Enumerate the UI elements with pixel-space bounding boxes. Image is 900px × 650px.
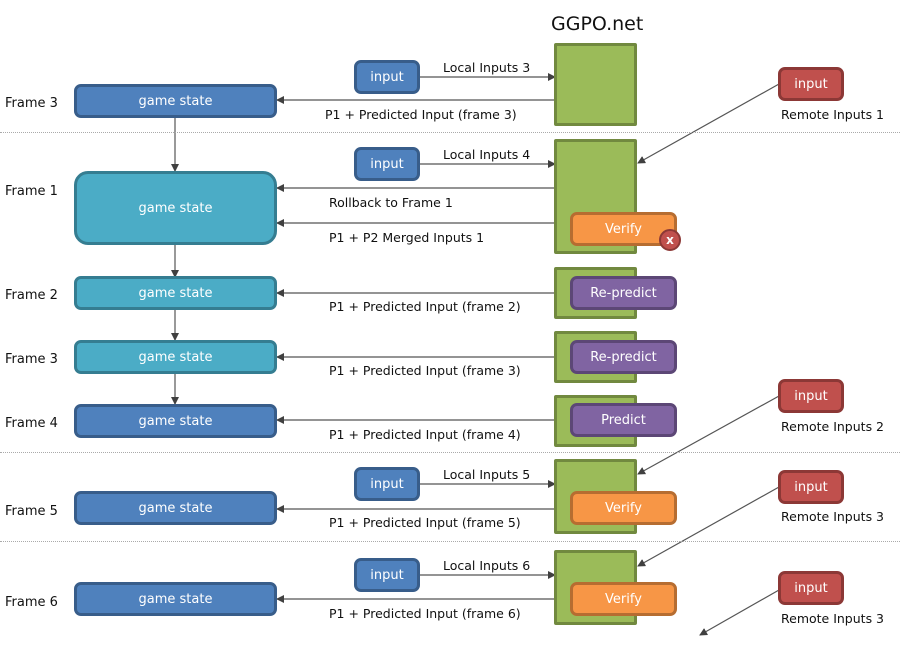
game-state-box: game state [74, 491, 277, 525]
remote-input-box: input [778, 67, 844, 101]
verify-failed-icon: x [659, 229, 681, 251]
feedback-label: P1 + Predicted Input (frame 3) [325, 107, 517, 122]
re-predict-box: Re-predict [570, 276, 677, 310]
local-input-box: input [354, 60, 420, 94]
feedback-label: P1 + Predicted Input (frame 5) [329, 515, 521, 530]
local-inputs-label: Local Inputs 3 [443, 60, 531, 75]
re-predict-box: Re-predict [570, 340, 677, 374]
frame-label: Frame 3 [5, 352, 58, 367]
frame-label: Frame 3 [5, 96, 58, 111]
feedback-label: P1 + Predicted Input (frame 2) [329, 299, 521, 314]
ggpo-net-box [554, 43, 637, 126]
frame-separator [0, 452, 900, 453]
remote-input-arrow [637, 486, 780, 567]
remote-inputs-label: Remote Inputs 3 [781, 509, 885, 524]
game-state-box: game state [74, 582, 277, 616]
local-inputs-label: Local Inputs 6 [443, 558, 531, 573]
local-input-box: input [354, 467, 420, 501]
local-input-box: input [354, 558, 420, 592]
remote-inputs-label: Remote Inputs 2 [781, 419, 885, 434]
game-state-box: game state [74, 340, 277, 374]
remote-inputs-label: Remote Inputs 3 [781, 611, 885, 626]
remote-input-box: input [778, 379, 844, 413]
local-inputs-label: Local Inputs 4 [443, 147, 531, 162]
remote-input-box: input [778, 571, 844, 605]
frame-label: Frame 2 [5, 288, 58, 303]
frame-label: Frame 6 [5, 595, 58, 610]
verify-box: Verify [570, 491, 677, 525]
remote-inputs-label: Remote Inputs 1 [781, 107, 885, 122]
frame-label: Frame 4 [5, 416, 58, 431]
frame-separator [0, 132, 900, 133]
feedback-label: P1 + Predicted Input (frame 3) [329, 363, 521, 378]
feedback-label: P1 + Predicted Input (frame 6) [329, 606, 521, 621]
remote-input-box: input [778, 470, 844, 504]
remote-input-arrow [637, 83, 780, 164]
remote-input-arrow [699, 589, 780, 636]
remote-input-arrow [637, 395, 780, 475]
game-state-box: game state [74, 84, 277, 118]
feedback-label: P1 + P2 Merged Inputs 1 [329, 230, 485, 245]
frame-separator [0, 541, 900, 542]
rollback-label: Rollback to Frame 1 [329, 195, 453, 210]
frame-label: Frame 5 [5, 504, 58, 519]
game-state-box: game state [74, 171, 277, 245]
local-input-box: input [354, 147, 420, 181]
frame-label: Frame 1 [5, 184, 58, 199]
predict-box: Predict [570, 403, 677, 437]
feedback-label: P1 + Predicted Input (frame 4) [329, 427, 521, 442]
game-state-box: game state [74, 276, 277, 310]
local-inputs-label: Local Inputs 5 [443, 467, 531, 482]
verify-box: Verify [570, 582, 677, 616]
diagram-title: GGPO.net [551, 13, 644, 35]
game-state-box: game state [74, 404, 277, 438]
